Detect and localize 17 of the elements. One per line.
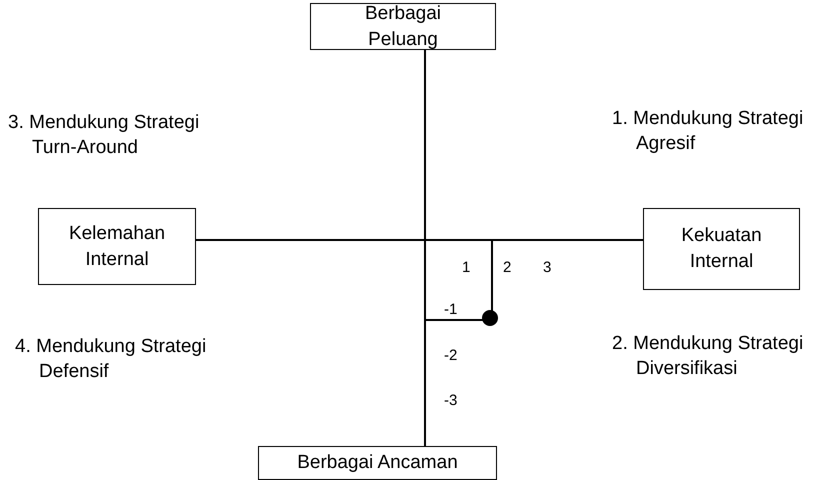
axis-tick-number: -2 (444, 347, 458, 364)
horizontal-axis-line (196, 239, 643, 241)
axis-tick-number: 1 (462, 259, 470, 276)
threat-box: Berbagai Ancaman (258, 446, 497, 480)
strength-box: Kekuatan Internal (643, 208, 800, 290)
opportunity-box: Berbagai Peluang (310, 3, 496, 50)
axis-tick-number: -1 (444, 301, 458, 318)
weakness-box: Kelemahan Internal (38, 208, 196, 285)
quadrant-label: 3. Mendukung Strategi Turn-Around (8, 111, 200, 160)
quadrant-label: 2. Mendukung Strategi Diversifikasi (612, 332, 804, 381)
quadrant-label: 4. Mendukung Strategi Defensif (15, 335, 208, 384)
point-dot (482, 310, 498, 326)
vertical-axis-line (424, 50, 426, 446)
axis-tick-number: 3 (543, 259, 552, 276)
axis-tick-number: -3 (444, 392, 458, 409)
quadrant-label: 1. Mendukung Strategi Agresif (612, 107, 804, 156)
axis-tick-number: 2 (503, 259, 512, 276)
